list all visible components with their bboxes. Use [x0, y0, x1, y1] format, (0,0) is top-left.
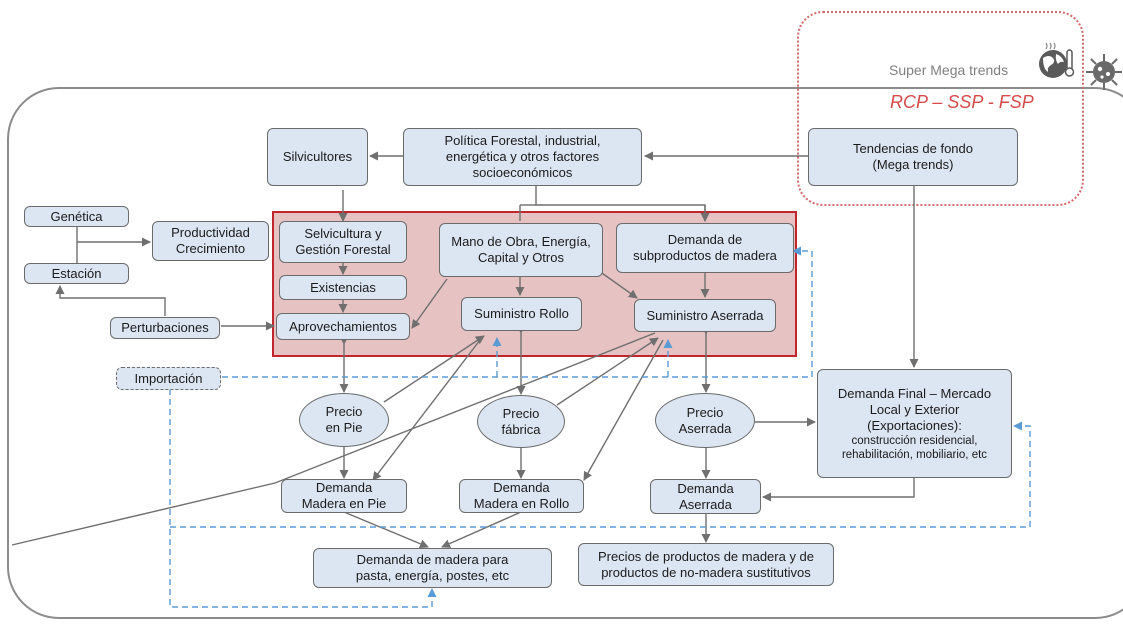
node-demanda-subproductos: Demanda de subproductos de madera: [616, 223, 794, 273]
node-mano-de-obra: Mano de Obra, Energía, Capital y Otros: [439, 223, 603, 277]
rcp-ssp-fsp-label: RCP – SSP - FSP: [890, 92, 1034, 112]
node-politica: Política Forestal, industrial, energétic…: [403, 128, 642, 186]
node-perturbaciones: Perturbaciones: [110, 317, 220, 339]
climate-globe-thermometer-icon: [1039, 42, 1075, 78]
node-productividad: Productividad Crecimiento: [152, 221, 269, 261]
node-suministro-aserrada: Suministro Aserrada: [634, 299, 776, 332]
node-precios-productos: Precios de productos de madera y de prod…: [578, 543, 834, 586]
demanda-final-title: Demanda Final – Mercado Local y Exterior…: [837, 385, 992, 433]
node-estacion: Estación: [24, 263, 129, 284]
node-demanda-final: Demanda Final – Mercado Local y Exterior…: [817, 369, 1012, 478]
node-demanda-madera-en-pie: Demanda Madera en Pie: [281, 479, 407, 513]
node-precio-aserrada: Precio Aserrada: [655, 393, 755, 448]
node-existencias: Existencias: [279, 275, 407, 300]
node-aprovechamientos: Aprovechamientos: [276, 313, 410, 340]
demanda-final-detail: construcción residencial, rehabilitación…: [841, 434, 988, 461]
node-importacion: Importación: [116, 367, 221, 390]
node-tendencias: Tendencias de fondo (Mega trends): [808, 128, 1018, 186]
node-genetica: Genética: [24, 206, 129, 227]
super-mega-trends-frame: [797, 11, 1084, 206]
node-selvicultura: Selvicultura y Gestión Forestal: [279, 221, 407, 263]
node-precio-en-pie: Precio en Pie: [299, 393, 389, 447]
node-demanda-pasta: Demanda de madera para pasta, energía, p…: [313, 548, 552, 588]
node-silvicultores: Silvicultores: [267, 128, 368, 186]
node-demanda-madera-en-rollo: Demanda Madera en Rollo: [459, 479, 584, 513]
node-suministro-rollo: Suministro Rollo: [461, 297, 582, 331]
node-demanda-aserrada: Demanda Aserrada: [650, 479, 761, 514]
super-mega-trends-label: Super Mega trends: [889, 62, 1009, 78]
market-system-boundary: [7, 87, 1123, 619]
covid-virus-icon: [1086, 54, 1122, 90]
node-precio-fabrica: Precio fábrica: [477, 395, 565, 448]
